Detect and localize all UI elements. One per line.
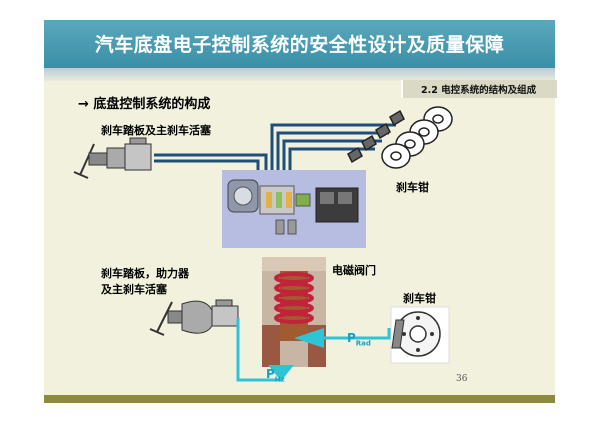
abs-hydraulic-unit: [222, 170, 366, 248]
label-pedal-booster-line1: 刹车踏板，助力器: [101, 267, 189, 280]
slide-title: 汽车底盘电子控制系统的安全性设计及质量保障: [94, 34, 505, 56]
slide: 汽车底盘电子控制系统的安全性设计及质量保障 2.2 电控系统的结构及组成 → 底…: [44, 20, 557, 403]
label-solenoid-valve: 电磁阀门: [332, 264, 376, 277]
pressure-label-hz: PHz: [266, 367, 285, 384]
label-pedal-master-top: 刹车踏板及主刹车活塞: [101, 124, 211, 137]
brake-disc-bottom: [390, 306, 450, 364]
brake-discs-top: [347, 106, 453, 169]
section-tag-text: 2.2 电控系统的结构及组成: [421, 85, 537, 96]
section-subtitle: → 底盘控制系统的构成: [78, 97, 211, 112]
page-number: 36: [456, 374, 468, 384]
label-caliper-top: 刹车钳: [396, 181, 429, 194]
brake-system-diagram: [73, 106, 453, 382]
bottom-bar: [44, 395, 555, 403]
label-caliper-bottom: 刹车钳: [403, 292, 436, 305]
hydraulic-triangles: [268, 328, 324, 381]
solenoid-valve: [262, 257, 326, 367]
header-band: [44, 68, 555, 81]
slide-header: 汽车底盘电子控制系统的安全性设计及质量保障: [44, 20, 555, 68]
section-tag: 2.2 电控系统的结构及组成: [401, 80, 557, 98]
label-pedal-booster-line2: 及主刹车活塞: [101, 283, 167, 296]
pressure-label-rad: PRad: [347, 331, 371, 348]
pedal-booster-bottom: [149, 299, 239, 336]
pedal-master-top: [73, 137, 152, 179]
